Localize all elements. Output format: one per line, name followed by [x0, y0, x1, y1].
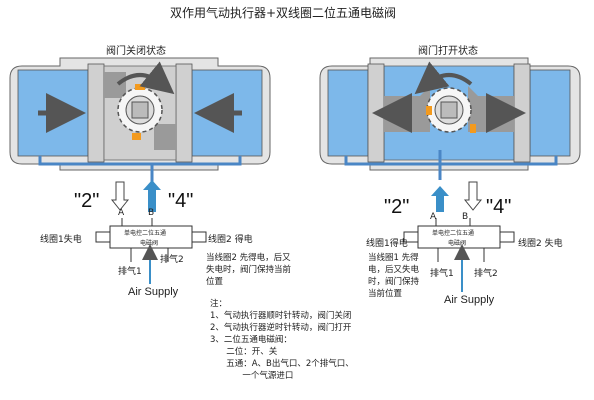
right-exhaust1-label: 排气1 — [430, 269, 454, 279]
left-actuator — [9, 57, 271, 284]
right-port-out-label: "2" — [384, 196, 410, 218]
left-port-a-label: A — [118, 208, 125, 218]
right-rotation-arrow — [414, 61, 473, 95]
right-port-b-label: B — [462, 212, 469, 222]
left-exhaust-arrow — [110, 181, 130, 211]
right-piston-2 — [513, 63, 531, 163]
right-valve-label-2: 电磁阀 — [448, 240, 467, 247]
left-port-b-label: B — [148, 208, 155, 218]
right-air-supply-label: Air Supply — [444, 294, 495, 306]
right-exhaust-arrow — [463, 181, 483, 211]
left-exhaust1-label: 排气1 — [118, 267, 142, 277]
left-air-supply-label: Air Supply — [128, 286, 179, 298]
right-pinion-gear — [426, 87, 472, 133]
left-valve-label-1: 单电控二位五通 — [124, 230, 167, 237]
right-port-in-label: "4" — [486, 196, 512, 218]
page-title: 双作用气动执行器+双线圈二位五通电磁阀 — [170, 6, 397, 20]
left-gear-marker-top — [135, 84, 145, 90]
right-actuator — [319, 57, 581, 292]
left-piston-1 — [87, 63, 105, 163]
right-exhaust2-label: 排气2 — [474, 269, 498, 279]
notes-block: 注： 1、气动执行器顺时针转动，阀门关闭 2、气动执行器逆时针转动，阀门打开 3… — [210, 299, 354, 381]
left-exhaust2-label: 排气2 — [160, 255, 184, 265]
right-piston-chamber-left — [327, 69, 369, 157]
left-port-in-label: "4" — [168, 190, 194, 212]
left-pipe-top — [38, 156, 242, 166]
left-gear-marker-bottom — [132, 133, 141, 140]
right-piston-chamber-right — [529, 69, 571, 157]
right-coil2-label: 线圈2 失电 — [518, 239, 563, 249]
right-state-label: 阀门打开状态 — [418, 46, 478, 57]
left-description: 当线圈2 先得电，后又 失电时，阀门保持当前 位置 — [206, 253, 292, 287]
right-pipe-top — [344, 156, 558, 166]
left-state-label: 阀门关闭状态 — [106, 46, 166, 57]
right-gear-marker-right — [470, 124, 476, 133]
left-rotation-arrow — [116, 61, 175, 95]
right-supply-arrow-up — [431, 186, 449, 212]
left-supply-arrow-up — [143, 180, 161, 212]
right-description: 当线圈1 先得 电，后又失电 时，阀门保持 当前位置 — [368, 253, 420, 299]
left-coil2-label: 线圈2 得电 — [208, 235, 253, 245]
right-port-a-label: A — [430, 212, 437, 222]
left-pinion-gear — [117, 87, 163, 133]
right-valve-label-1: 单电控二位五通 — [432, 230, 475, 237]
right-piston-1 — [367, 63, 385, 163]
left-piston-2 — [175, 63, 193, 163]
left-valve-label-2: 电磁阀 — [140, 240, 159, 247]
left-port-out-label: "2" — [74, 190, 100, 212]
right-coil1-label: 线圈1得电 — [366, 239, 408, 249]
right-gear-marker-left — [426, 106, 432, 115]
left-coil1-label: 线圈1失电 — [40, 235, 82, 245]
